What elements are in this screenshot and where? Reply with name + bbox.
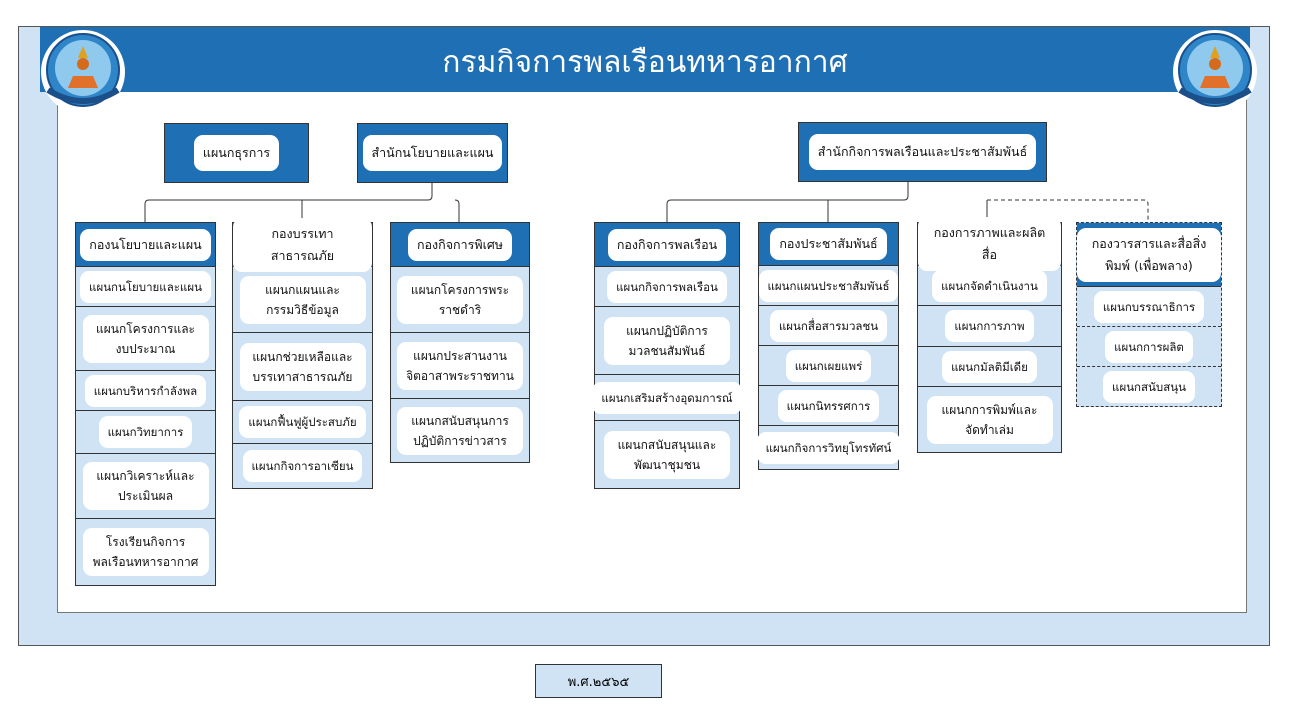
year-label: พ.ศ.๒๕๖๕ <box>535 664 662 698</box>
section-label: แผนกฟื้นฟูผู้ประสบภัย <box>239 406 366 438</box>
section-item[interactable]: แผนกการผลิต <box>1077 327 1221 367</box>
division-header[interactable]: กองประชาสัมพันธ์ <box>759 223 898 266</box>
division-header[interactable]: กองวารสารและสื่อสิ่งพิมพ์ (เพื่อพลาง) <box>1077 223 1221 287</box>
section-item[interactable]: แผนกกิจการพลเรือน <box>595 267 739 307</box>
section-item[interactable]: แผนกแผนประชาสัมพันธ์ <box>758 266 899 306</box>
section-label: แผนกโครงการและงบประมาณ <box>82 314 209 363</box>
section-item[interactable]: แผนกจัดดำเนินงาน <box>918 266 1061 306</box>
section-item[interactable]: แผนกบรรณาธิการ <box>1077 287 1221 327</box>
section-item[interactable]: แผนกปฏิบัติการมวลชนสัมพันธ์ <box>595 307 739 375</box>
section-item[interactable]: แผนกเสริมสร้างอุดมการณ์ <box>592 375 742 421</box>
section-item[interactable]: แผนกสนับสนุน <box>1077 367 1221 406</box>
division-header[interactable]: กองบรรเทาสาธารณภัย <box>233 217 372 272</box>
header-bar: กรมกิจการพลเรือนทหารอากาศ <box>40 27 1250 92</box>
section-label: แผนกวิเคราะห์และประเมินผล <box>82 462 209 510</box>
division-label: กองกิจการพลเรือน <box>607 228 727 261</box>
section-label: แผนกแผนและกรรมวิธีข้อมูล <box>239 275 366 324</box>
division-label: กองนโยบายและแผน <box>80 228 211 261</box>
section-label: แผนกวิทยาการ <box>98 416 193 448</box>
section-label: แผนกบริหารกำลังพล <box>84 374 207 407</box>
division-header[interactable]: กองกิจการพลเรือน <box>595 223 739 267</box>
section-label: แผนกปฏิบัติการมวลชนสัมพันธ์ <box>604 316 730 365</box>
section-label: แผนกโครงการพระราชดำริ <box>397 275 523 324</box>
section-item[interactable]: แผนกแผนและกรรมวิธีข้อมูล <box>233 267 372 333</box>
division-column: กองประชาสัมพันธ์แผนกแผนประชาสัมพันธ์แผนก… <box>756 222 901 470</box>
section-label: แผนกนโยบายและแผน <box>80 270 211 303</box>
page-title: กรมกิจการพลเรือนทหารอากาศ <box>442 45 848 80</box>
section-label: แผนกสื่อสารมวลชน <box>769 309 888 342</box>
section-label: แผนกสนับสนุน <box>1103 370 1195 403</box>
section-label: แผนกแผนประชาสัมพันธ์ <box>758 269 899 302</box>
section-label: แผนกบรรณาธิการ <box>1093 290 1205 323</box>
emblem-logo-left <box>41 30 125 114</box>
section-label: แผนกจัดดำเนินงาน <box>932 269 1047 302</box>
section-item[interactable]: แผนกสนับสนุนการปฏิบัติการข่าวสาร <box>391 399 529 462</box>
section-item[interactable]: แผนกนโยบายและแผน <box>76 267 215 307</box>
section-label: แผนกเสริมสร้างอุดมการณ์ <box>592 381 742 414</box>
section-item[interactable]: แผนกมัลติมีเดีย <box>918 347 1061 387</box>
section-item[interactable]: แผนกโครงการและงบประมาณ <box>76 307 215 371</box>
division-column: กองกิจการพลเรือนแผนกกิจการพลเรือนแผนกปฏิ… <box>592 222 742 489</box>
unit-label: สำนักกิจการพลเรือนและประชาสัมพันธ์ <box>808 134 1037 170</box>
unit-policy-office[interactable]: สำนักนโยบายและแผน <box>357 123 508 183</box>
section-label: โรงเรียนกิจการพลเรือนทหารอากาศ <box>82 528 209 576</box>
section-item[interactable]: แผนกการภาพ <box>918 306 1061 347</box>
section-label: แผนกประสานงานจิตอาสาพระราชทาน <box>397 341 523 390</box>
unit-admin-section[interactable]: แผนกธุรการ <box>164 123 309 183</box>
division-label: กองบรรเทาสาธารณภัย <box>233 217 372 272</box>
division-label: กองการภาพและผลิตสื่อ <box>918 217 1061 271</box>
section-item[interactable]: แผนกสื่อสารมวลชน <box>759 306 898 346</box>
division-column: กองกิจการพิเศษแผนกโครงการพระราชดำริแผนกป… <box>390 222 530 463</box>
section-label: แผนกสนับสนุนและพัฒนาชุมชน <box>604 430 730 479</box>
section-label: แผนกการภาพ <box>945 310 1034 342</box>
section-label: แผนกการผลิต <box>1105 330 1193 363</box>
division-header[interactable]: กองการภาพและผลิตสื่อ <box>918 217 1061 271</box>
division-header[interactable]: กองนโยบายและแผน <box>76 223 215 267</box>
division-column: กองวารสารและสื่อสิ่งพิมพ์ (เพื่อพลาง) แผน… <box>1076 222 1222 407</box>
unit-civil-affairs-office[interactable]: สำนักกิจการพลเรือนและประชาสัมพันธ์ <box>798 122 1047 182</box>
section-item[interactable]: แผนกประสานงานจิตอาสาพระราชทาน <box>391 333 529 399</box>
section-label: แผนกกิจการพลเรือน <box>607 270 727 303</box>
section-item[interactable]: แผนกนิทรรศการ <box>759 386 898 426</box>
section-item[interactable]: แผนกกิจการวิทยุโทรทัศน์ <box>756 426 901 469</box>
division-column: กองการภาพและผลิตสื่อแผนกจัดดำเนินงานแผนก… <box>917 217 1062 453</box>
division-header[interactable]: กองกิจการพิเศษ <box>391 223 529 267</box>
section-item[interactable]: แผนกสนับสนุนและพัฒนาชุมชน <box>595 421 739 488</box>
section-label: แผนกการพิมพ์และจัดทำเล่ม <box>926 395 1053 444</box>
emblem-logo-right <box>1173 30 1257 114</box>
section-item[interactable]: แผนกการพิมพ์และจัดทำเล่ม <box>918 387 1061 452</box>
section-item[interactable]: แผนกโครงการพระราชดำริ <box>391 267 529 333</box>
section-label: แผนกมัลติมีเดีย <box>942 350 1037 383</box>
section-label: แผนกกิจการอาเซียน <box>242 450 363 482</box>
section-label: แผนกนิทรรศการ <box>777 389 880 422</box>
unit-label: สำนักนโยบายและแผน <box>362 135 503 171</box>
section-label: แผนกช่วยเหลือและบรรเทาสาธารณภัย <box>239 342 366 391</box>
unit-label: แผนกธุรการ <box>193 135 280 171</box>
section-item[interactable]: แผนกช่วยเหลือและบรรเทาสาธารณภัย <box>233 333 372 401</box>
section-item[interactable]: โรงเรียนกิจการพลเรือนทหารอากาศ <box>76 519 215 585</box>
division-column: กองบรรเทาสาธารณภัยแผนกแผนและกรรมวิธีข้อม… <box>232 217 373 489</box>
section-item[interactable]: แผนกวิทยาการ <box>76 411 215 454</box>
section-label: แผนกเผยแพร่ <box>785 349 872 382</box>
section-label: แผนกกิจการวิทยุโทรทัศน์ <box>756 431 901 464</box>
section-item[interactable]: แผนกฟื้นฟูผู้ประสบภัย <box>233 401 372 444</box>
division-label: กองกิจการพิเศษ <box>407 228 513 261</box>
division-label: กองประชาสัมพันธ์ <box>770 228 887 260</box>
section-item[interactable]: แผนกกิจการอาเซียน <box>233 444 372 488</box>
division-column: กองนโยบายและแผนแผนกนโยบายและแผนแผนกโครงก… <box>75 222 216 586</box>
section-item[interactable]: แผนกเผยแพร่ <box>759 346 898 386</box>
section-item[interactable]: แผนกบริหารกำลังพล <box>76 371 215 411</box>
division-label: กองวารสารและสื่อสิ่งพิมพ์ (เพื่อพลาง) <box>1077 227 1221 282</box>
section-item[interactable]: แผนกวิเคราะห์และประเมินผล <box>76 454 215 519</box>
section-label: แผนกสนับสนุนการปฏิบัติการข่าวสาร <box>397 406 523 455</box>
